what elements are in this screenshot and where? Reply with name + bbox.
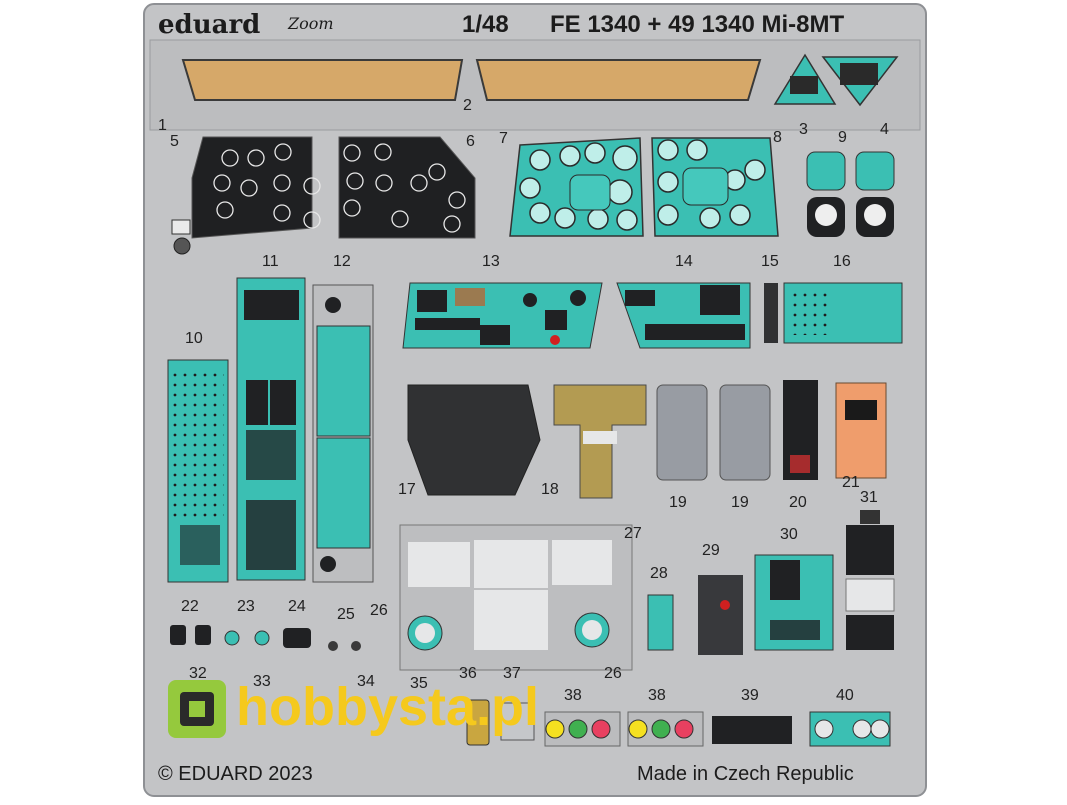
watermark-text: hobbysta.pl: [236, 677, 540, 737]
part-number: 40: [836, 687, 854, 704]
copyright-text: © EDUARD 2023: [158, 763, 313, 785]
part-number: 8: [773, 129, 782, 146]
part-7-8-teal-panels: [509, 137, 779, 237]
part-number: 23: [237, 598, 255, 615]
part-number: 17: [398, 481, 416, 498]
part-number: 22: [181, 598, 199, 615]
part-10-side-panel: [167, 359, 229, 583]
part-number: 6: [466, 133, 475, 150]
part-38-warning-lights: [544, 711, 704, 747]
part-22-26-small-parts: [170, 625, 361, 651]
part-number: 19: [731, 494, 749, 511]
scale-label: 1/48: [462, 11, 509, 38]
part-19-grey-cushions: [656, 384, 771, 481]
part-39-40: [712, 711, 891, 747]
part-number: 25: [337, 606, 355, 623]
part-number: 26: [370, 602, 388, 619]
part-number: 15: [761, 253, 779, 270]
part-number: 39: [741, 687, 759, 704]
part-number: 11: [262, 253, 279, 270]
part-number: 18: [541, 481, 559, 498]
part-number: 10: [185, 330, 203, 347]
part-number: 26: [604, 665, 622, 682]
part-number: 19: [669, 494, 687, 511]
part-36-37: [466, 699, 535, 746]
part-3-4-triangle-panels: [773, 53, 899, 107]
part-number: 38: [564, 687, 582, 704]
part-number: 30: [780, 526, 798, 543]
part-number: 12: [333, 253, 351, 270]
product-code: FE 1340 + 49 1340 Mi-8MT: [550, 11, 845, 38]
part-number: 34: [357, 673, 375, 690]
part-number: 20: [789, 494, 807, 511]
part-number: 3: [799, 121, 808, 138]
part-number: 32: [189, 665, 207, 682]
part-number: 2: [463, 97, 472, 114]
part-17-seat-cushion: [407, 384, 541, 496]
part-number: 38: [648, 687, 666, 704]
part-number: 27: [624, 525, 642, 542]
zoom-logo: Zoom: [288, 14, 334, 33]
part-number: 37: [503, 665, 521, 682]
part-number: 16: [833, 253, 851, 270]
part-5-6-main-panels: [171, 136, 476, 255]
part-number: 24: [288, 598, 306, 615]
part-18-olive-cushion: [553, 384, 647, 499]
part-31-stack: [845, 510, 895, 650]
part-number: 33: [253, 673, 271, 690]
part-number: 4: [880, 121, 889, 138]
part-number: 13: [482, 253, 500, 270]
part-number: 31: [860, 489, 878, 506]
part-number: 35: [410, 675, 428, 692]
part-number: 1: [158, 117, 167, 134]
part-11-12-consoles: [236, 277, 374, 583]
part-number: 29: [702, 542, 720, 559]
part-27-floor-panels: [399, 524, 633, 671]
part-number: 36: [459, 665, 477, 682]
part-2-visors: [181, 59, 762, 101]
hobbysta-logo: [168, 680, 226, 738]
brand-logo: eduard: [158, 10, 261, 40]
part-number: 21: [842, 474, 860, 491]
part-number: 14: [675, 253, 693, 270]
part-number: 28: [650, 565, 668, 582]
part-9-instruments: [806, 151, 895, 237]
part-28-30-small-panels: [647, 554, 834, 655]
part-number: 7: [499, 130, 508, 147]
part-13-16-consoles: [402, 282, 903, 349]
part-number: 9: [838, 129, 847, 146]
origin-text: Made in Czech Republic: [637, 763, 854, 785]
part-20-21-panels: [783, 380, 887, 480]
part-number: 5: [170, 133, 179, 150]
